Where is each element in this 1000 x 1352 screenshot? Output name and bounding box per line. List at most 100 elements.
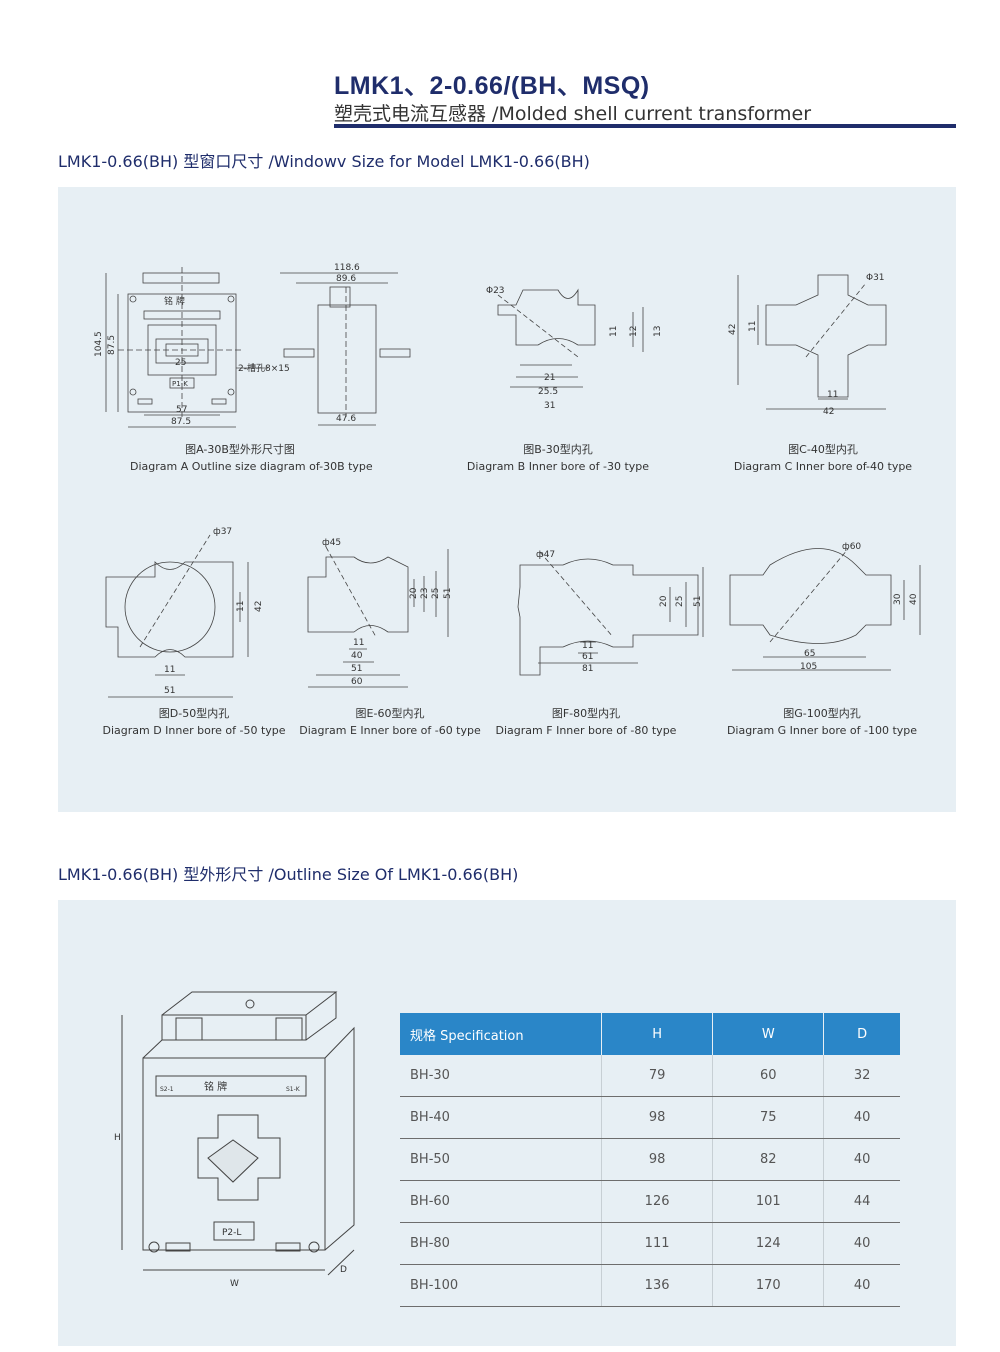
diagram-g-dim-65: 65 (804, 649, 815, 659)
cell-d: 40 (823, 1222, 900, 1265)
diagram-d-dim-11-v: 11 (236, 601, 246, 612)
cell-spec: BH-100 (400, 1264, 602, 1307)
diagram-g-dim-105: 105 (800, 662, 817, 672)
header-h: H (601, 1013, 714, 1055)
diagram-e-dim-60: 60 (351, 677, 363, 687)
table-row: BH-30 79 60 32 (400, 1055, 900, 1097)
cell-w: 60 (712, 1055, 825, 1097)
outline-s1-label: S1-K (286, 1086, 301, 1093)
page-subtitle: 塑壳式电流互感器 /Molded shell current transform… (334, 103, 812, 125)
outline-s2-label: S2-1 (160, 1086, 174, 1093)
diagram-a-dim-25: 25 (175, 358, 186, 368)
diagram-e-phi: ф45 (322, 538, 341, 548)
cell-spec: BH-30 (400, 1055, 602, 1097)
caption-g-en: Diagram G Inner bore of -100 type (726, 724, 918, 737)
diagram-d-dim-11-h: 11 (164, 665, 175, 675)
caption-g-cn: 图G-100型内孔 (783, 707, 861, 720)
cell-spec: BH-50 (400, 1138, 602, 1181)
diagram-a-slot-label: 2-槽孔8×15 (238, 362, 290, 374)
header-w: W (712, 1013, 825, 1055)
specification-table: 规格 Specification H W D BH-30 79 60 32 BH… (400, 1013, 900, 1307)
diagram-f-phi: ф47 (536, 550, 555, 560)
diagram-a-side: 118.6 89.6 47.6 (280, 263, 411, 426)
header-specification: 规格 Specification (400, 1013, 602, 1055)
diagram-b-dim-13: 13 (653, 326, 663, 337)
window-size-drawings: 铭 牌 25 P1-K 57 87.5 2-槽孔8×15 104.5 87.5 … (94, 263, 921, 698)
diagram-a-dim-89-6: 89.6 (336, 274, 356, 284)
cell-d: 44 (823, 1180, 900, 1223)
diagram-e-dim-11: 11 (353, 638, 364, 648)
diagram-e-dim-20: 20 (409, 587, 419, 599)
diagram-b-phi: Φ23 (486, 286, 505, 296)
outline-plate-label: 铭 牌 (204, 1080, 227, 1093)
table-row: BH-100 136 170 40 (400, 1264, 900, 1307)
cell-w: 170 (712, 1264, 825, 1307)
caption-b-cn: 图B-30型内孔 (523, 443, 593, 456)
cell-d: 32 (823, 1055, 900, 1097)
diagram-a-dim-57: 57 (176, 405, 187, 415)
diagram-f-dim-11: 11 (582, 641, 593, 651)
diagram-a-dim-104-5: 104.5 (94, 331, 104, 357)
cell-h: 98 (601, 1138, 714, 1181)
page-title: LMK1、2-0.66/(BH、MSQ) (334, 72, 650, 100)
caption-a-cn: 图A-30B型外形尺寸图 (185, 443, 295, 456)
diagram-e: ф45 20 23 25 51 11 40 51 60 (307, 538, 453, 688)
diagram-a-plate-label: 铭 牌 (164, 295, 185, 307)
caption-b-en: Diagram B Inner bore of -30 type (466, 460, 650, 473)
cell-h: 126 (601, 1180, 714, 1223)
diagram-f-dim-25: 25 (675, 596, 685, 607)
diagram-f-dim-20: 20 (659, 595, 669, 607)
caption-f: 图F-80型内孔 Diagram F Inner bore of -80 typ… (476, 705, 696, 739)
diagram-e-dim-51: 51 (443, 588, 453, 599)
diagram-g-dim-30: 30 (893, 593, 903, 605)
cell-spec: BH-40 (400, 1096, 602, 1139)
diagram-b-dim-31: 31 (544, 401, 555, 411)
outline-d-label: D (340, 1265, 347, 1275)
caption-d: 图D-50型内孔 Diagram D Inner bore of -50 typ… (84, 705, 304, 739)
caption-c-cn: 图C-40型内孔 (788, 443, 858, 456)
diagram-b-dim-21: 21 (544, 373, 555, 383)
cell-spec: BH-60 (400, 1180, 602, 1223)
header-d: D (823, 1013, 900, 1055)
diagram-a-dim-47-6: 47.6 (336, 414, 356, 424)
diagram-c: Φ31 42 11 11 42 (728, 273, 887, 417)
cell-w: 75 (712, 1096, 825, 1139)
diagram-c-phi: Φ31 (866, 273, 885, 283)
cell-w: 124 (712, 1222, 825, 1265)
diagram-a-p1k: P1-K (172, 380, 188, 388)
outline-h-label: H (114, 1133, 121, 1143)
caption-e-en: Diagram E Inner bore of -60 type (299, 724, 481, 737)
table-row: BH-60 126 101 44 (400, 1180, 900, 1223)
diagram-b: Φ23 21 25.5 31 11 12 13 (486, 286, 663, 411)
table-row: BH-80 111 124 40 (400, 1222, 900, 1265)
caption-e: 图E-60型内孔 Diagram E Inner bore of -60 typ… (280, 705, 500, 739)
diagram-d: ф37 11 42 11 51 (105, 527, 264, 698)
outline-p2-label: P2-L (222, 1228, 241, 1238)
diagram-b-dim-12: 12 (629, 326, 639, 337)
diagram-f-dim-81: 81 (582, 664, 593, 674)
section-outline-size-title: LMK1-0.66(BH) 型外形尺寸 /Outline Size Of LMK… (58, 865, 519, 884)
caption-d-en: Diagram D Inner bore of -50 type (102, 724, 286, 737)
header-rule (334, 124, 956, 128)
diagram-g: ф60 30 40 65 105 (729, 542, 921, 672)
diagram-a-dim-87-5-v: 87.5 (107, 335, 117, 355)
caption-c-en: Diagram C Inner bore of-40 type (733, 460, 913, 473)
diagram-a-front: 铭 牌 25 P1-K 57 87.5 2-槽孔8×15 104.5 87.5 (94, 267, 290, 428)
window-size-panel: 铭 牌 25 P1-K 57 87.5 2-槽孔8×15 104.5 87.5 … (58, 187, 956, 812)
diagram-a-dim-87-5-h: 87.5 (171, 417, 191, 427)
caption-g: 图G-100型内孔 Diagram G Inner bore of -100 t… (712, 705, 932, 739)
diagram-e-dim-23: 23 (420, 588, 430, 599)
table-header-row: 规格 Specification H W D (400, 1013, 900, 1055)
diagram-d-dim-51: 51 (164, 686, 175, 696)
diagram-e-dim-25: 25 (431, 588, 441, 599)
caption-f-en: Diagram F Inner bore of -80 type (495, 724, 677, 737)
caption-f-cn: 图F-80型内孔 (551, 707, 621, 720)
cell-h: 98 (601, 1096, 714, 1139)
diagram-f: ф47 20 25 51 11 61 81 (517, 550, 704, 676)
outline-w-label: W (230, 1279, 239, 1289)
cell-h: 79 (601, 1055, 714, 1097)
cell-d: 40 (823, 1264, 900, 1307)
diagram-c-dim-11-h: 11 (827, 390, 838, 400)
cell-h: 136 (601, 1264, 714, 1307)
diagram-f-dim-51: 51 (693, 596, 703, 607)
